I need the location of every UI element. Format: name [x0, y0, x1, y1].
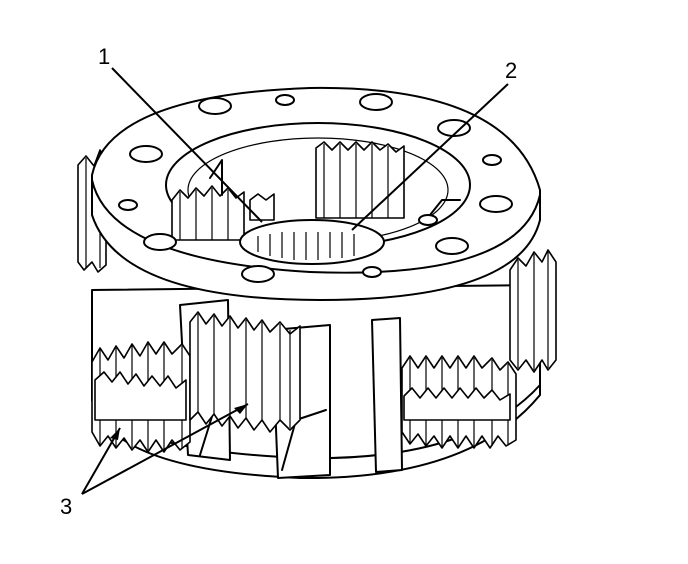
- callout-label-3: 3: [60, 494, 72, 519]
- callout-label-2: 2: [505, 58, 517, 83]
- pinion-gear-center: [189, 311, 301, 433]
- pinion-gear-left: [91, 341, 191, 453]
- callout-label-1: 1: [98, 44, 110, 69]
- inner-gear-teeth: [171, 141, 461, 265]
- pinion-gear-right-side: [509, 249, 557, 373]
- callout-3: 3: [60, 403, 249, 519]
- leader-line-2: [351, 83, 509, 231]
- arrowhead-3b: [234, 404, 248, 414]
- leader-line-1: [111, 67, 263, 223]
- pinion-gear-right-front: [401, 355, 517, 449]
- callout-2: 2: [351, 58, 517, 231]
- bolt-holes: [118, 93, 513, 283]
- leader-line-3b: [81, 403, 249, 495]
- arrowhead-3a: [110, 428, 120, 440]
- leader-line-3a: [81, 427, 121, 495]
- callout-1: 1: [98, 44, 263, 223]
